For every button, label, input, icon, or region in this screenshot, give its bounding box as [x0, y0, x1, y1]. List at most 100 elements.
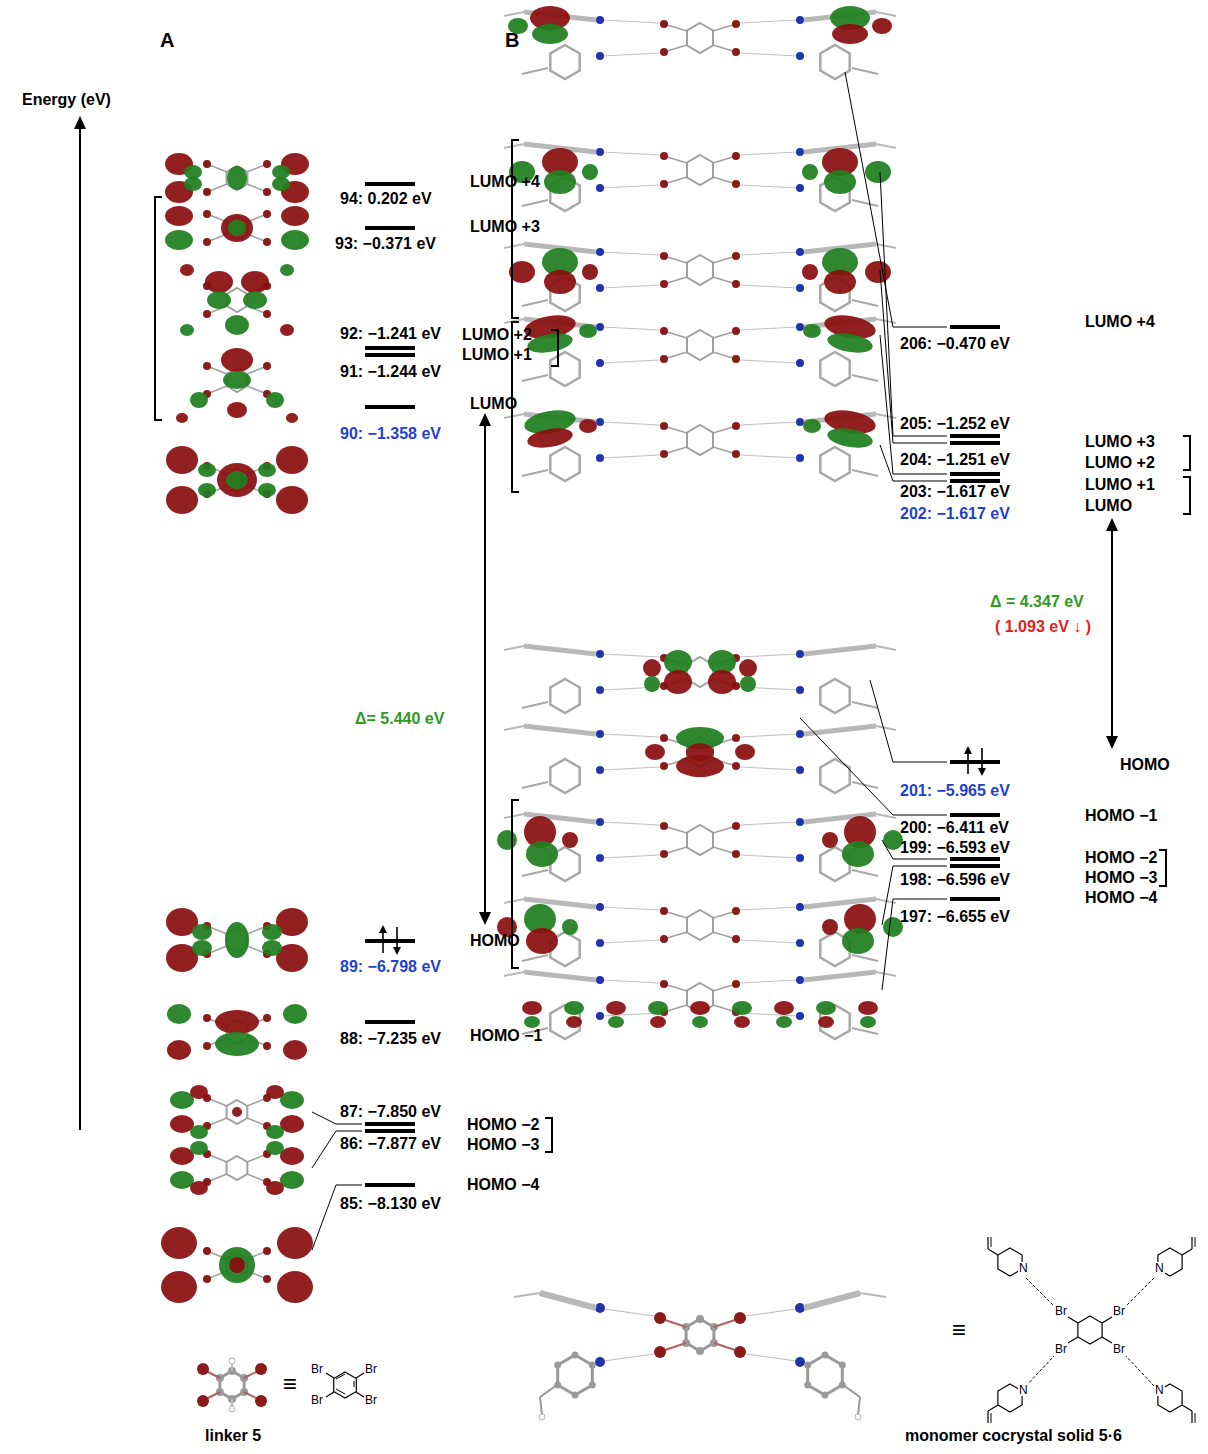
orbital-lobe	[824, 170, 856, 194]
vinyl-bond	[504, 972, 524, 976]
bromine-atom	[732, 822, 740, 830]
atom-label: N	[1154, 1262, 1165, 1274]
bromine-atom	[263, 1014, 271, 1022]
orbital-lobe	[167, 1040, 191, 1060]
gap-label: Δ= 5.440 eV	[355, 711, 444, 727]
benzene-skeleton	[687, 155, 713, 185]
bromine-atom	[732, 48, 740, 56]
orbital-lobe	[229, 1257, 245, 1273]
atom-label: N	[1018, 1384, 1029, 1396]
orbital-lobe	[266, 392, 284, 408]
bromine-atom	[203, 310, 211, 318]
orbital-lobe	[165, 206, 193, 226]
bromine-atom	[203, 1275, 211, 1283]
halogen-bond	[740, 855, 798, 858]
halogen-bond	[740, 422, 798, 425]
bond	[326, 1373, 334, 1378]
pyridine-ring-edge	[524, 972, 596, 980]
bromine-atom	[660, 980, 668, 988]
vinyl-bond	[852, 870, 878, 876]
orbital-energy: 92: −1.241 eV	[340, 326, 441, 342]
orbital-lobe	[215, 1032, 259, 1056]
arrow-head	[74, 116, 86, 129]
vinyl-bond	[504, 899, 524, 903]
orbital-name: LUMO +3	[470, 219, 540, 235]
equivalence-sign: ≡	[952, 1318, 966, 1342]
orbital-lobe	[225, 315, 249, 335]
energy-level	[950, 857, 1000, 861]
vinyl-bond	[504, 726, 524, 730]
nitrogen-atom	[796, 284, 804, 292]
bracket	[155, 197, 162, 420]
orbital-lobe	[582, 164, 598, 180]
orbital-lobe	[648, 1001, 668, 1015]
electron-spin-head	[379, 925, 387, 933]
orbital-name: LUMO +4	[470, 174, 540, 190]
pyridine-ring-edge	[804, 646, 876, 654]
gap-arrow	[484, 426, 486, 912]
bromine-atom	[263, 1275, 271, 1283]
vinyl-bond	[522, 702, 548, 708]
panel-letter: B	[505, 30, 519, 50]
bracket	[545, 1118, 552, 1152]
orbital-name: HOMO −4	[467, 1177, 539, 1193]
vinyl-bond	[1191, 1411, 1192, 1423]
carbon-atom	[822, 1352, 829, 1359]
panel-letter: A	[160, 30, 174, 50]
vinyl-bond	[988, 1249, 998, 1255]
orbital-lobe	[243, 291, 267, 309]
vinyl-bond	[522, 782, 548, 788]
compound-caption: monomer cocrystal solid 5·6	[905, 1428, 1122, 1444]
bromine-atom	[732, 734, 740, 742]
energy-level	[365, 1183, 415, 1187]
orbital-lobe	[832, 24, 868, 44]
orbital-energy: 90: −1.358 eV	[340, 426, 441, 442]
bromine-atom	[732, 152, 740, 160]
orbital-lobe	[579, 324, 597, 338]
bond	[326, 1392, 334, 1397]
benzene-skeleton	[227, 1156, 248, 1180]
bond	[356, 1373, 364, 1378]
orbital-lobe	[564, 1001, 584, 1015]
orbital-lobe	[824, 270, 856, 294]
bromine-atom	[732, 355, 740, 363]
arrow-head	[1106, 518, 1118, 531]
orbital-lobe	[816, 1001, 836, 1015]
orbital-name: HOMO −3	[467, 1137, 539, 1153]
bond	[1068, 1317, 1078, 1323]
orbital-lobe	[608, 1016, 624, 1028]
orbital-energy: 201: −5.965 eV	[900, 783, 1010, 799]
orbital-lobe	[865, 261, 891, 283]
bond	[662, 1343, 686, 1351]
orbital-energy: 198: −6.596 eV	[900, 872, 1010, 888]
bromine-atom	[660, 48, 668, 56]
hydrogen-atom	[855, 1414, 861, 1420]
benzene-skeleton	[687, 330, 713, 360]
nitrogen-atom	[796, 650, 804, 658]
orbital-lobe	[280, 324, 294, 336]
orbital-lobe	[826, 425, 874, 451]
electron-spin	[382, 931, 384, 953]
bromine-atom	[732, 762, 740, 770]
halogen-bond	[740, 822, 798, 825]
orbital-lobe	[266, 1125, 284, 1139]
bromine-atom	[660, 762, 668, 770]
benzene-skeleton	[687, 23, 713, 53]
orbital-lobe	[180, 264, 194, 276]
benzene-skeleton	[687, 825, 713, 855]
nitrogen-atom	[596, 766, 604, 774]
orbital-lobe	[190, 392, 208, 408]
atom-label: Br	[310, 1394, 324, 1406]
benzene-skeleton	[227, 166, 248, 190]
halogen-bond	[740, 360, 798, 363]
orbital-lobe	[167, 1004, 191, 1024]
orbital-name: HOMO −1	[1085, 808, 1157, 824]
orbital-lobe	[221, 348, 253, 372]
orbital-lobe	[225, 922, 249, 958]
vinyl-bond	[522, 200, 548, 206]
orbital-lobe	[708, 670, 736, 694]
nitrogen-atom	[796, 903, 804, 911]
benzene-skeleton	[227, 1100, 248, 1124]
bromine-atom	[732, 20, 740, 28]
